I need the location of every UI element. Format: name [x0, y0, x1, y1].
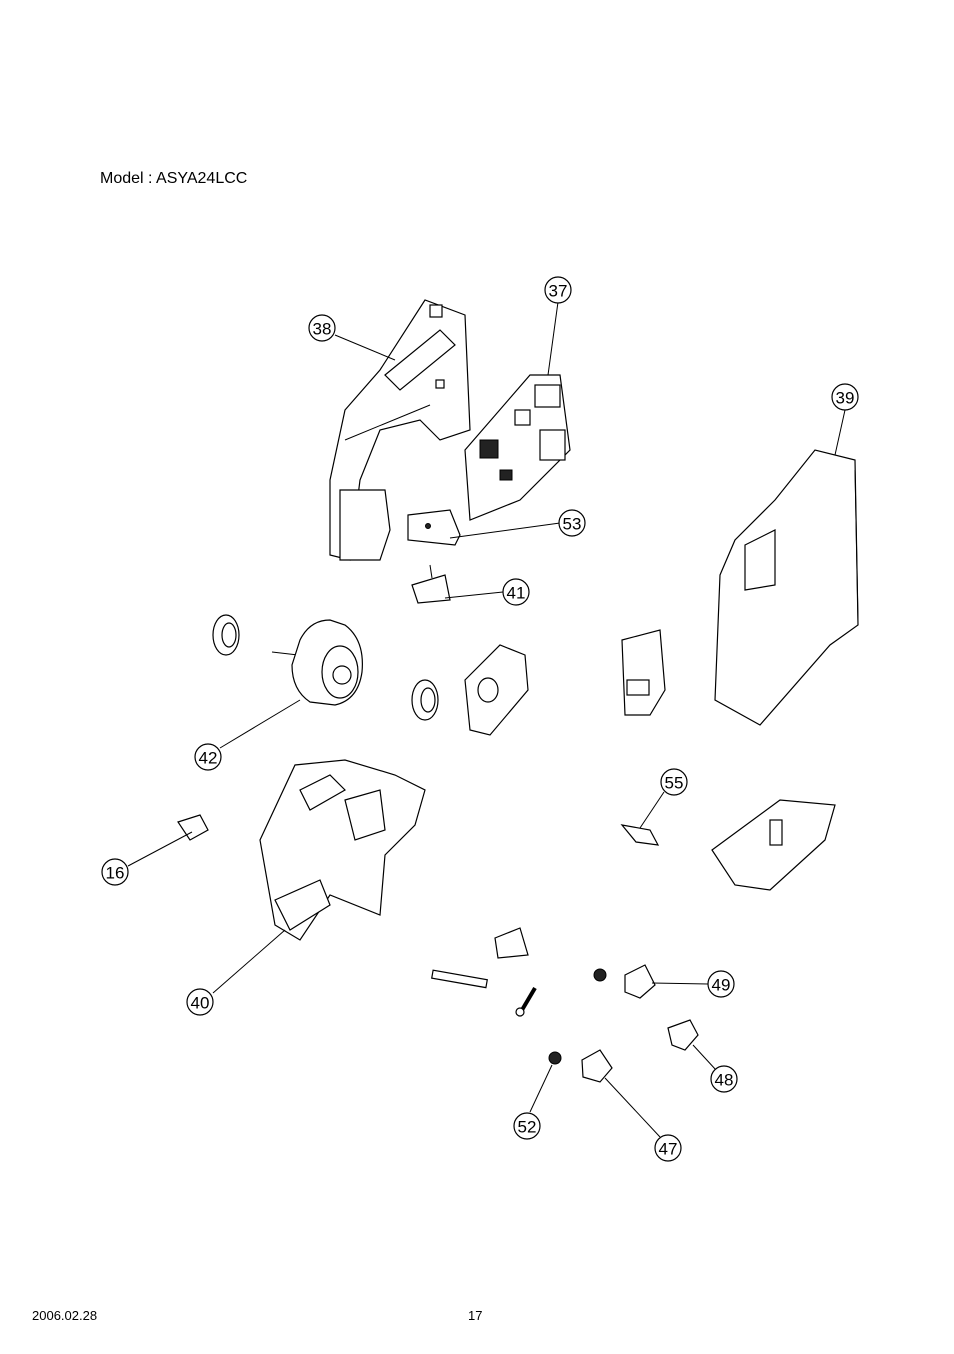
svg-text:53: 53 [563, 515, 582, 534]
callout-38: 38 [308, 314, 336, 342]
callout-16: 16 [101, 858, 129, 886]
part-47-motor [581, 1049, 613, 1083]
part-55-plate [620, 824, 660, 846]
callout-55: 55 [660, 768, 688, 796]
part-49-motor [624, 964, 656, 999]
part-42-fan-motor [271, 619, 363, 706]
part-link-rod [431, 969, 488, 989]
model-label: Model : ASYA24LCC [100, 170, 248, 187]
part-bearing-middle [411, 679, 439, 721]
svg-text:48: 48 [715, 1071, 734, 1090]
callout-47: 47 [654, 1134, 682, 1162]
part-damper-housing [464, 644, 529, 736]
part-gear-lower [548, 1051, 562, 1065]
footer-date: 2006.02.28 [32, 1308, 98, 1323]
part-38-bracket [329, 299, 471, 561]
callout-49: 49 [707, 970, 735, 998]
svg-text:16: 16 [106, 864, 125, 883]
leader-lines [127, 301, 846, 1138]
part-gear-upper [593, 968, 607, 982]
callout-52: 52 [513, 1112, 541, 1140]
callout-41: 41 [502, 578, 530, 606]
svg-text:55: 55 [665, 774, 684, 793]
callout-53: 53 [558, 509, 586, 537]
part-bearing-left [212, 614, 240, 656]
part-37-pcb [464, 374, 571, 521]
footer-page-number: 17 [468, 1308, 483, 1323]
part-crank [515, 986, 537, 1017]
part-53-block [407, 509, 461, 546]
part-right-box [621, 629, 666, 716]
part-41-clip [411, 564, 451, 604]
part-16-screw [177, 814, 209, 841]
svg-text:39: 39 [836, 389, 855, 408]
svg-text:47: 47 [659, 1140, 678, 1159]
callout-48: 48 [710, 1065, 738, 1093]
svg-text:40: 40 [191, 994, 210, 1013]
svg-text:49: 49 [712, 976, 731, 995]
callout-37: 37 [544, 276, 572, 304]
svg-text:41: 41 [507, 584, 526, 603]
part-drain-tray [711, 799, 836, 891]
part-40-base-frame [259, 759, 426, 941]
svg-text:38: 38 [313, 320, 332, 339]
callout-40: 40 [186, 988, 214, 1016]
callout-39: 39 [831, 383, 859, 411]
callout-42: 42 [194, 743, 222, 771]
part-39-cover [714, 449, 859, 726]
svg-text:42: 42 [199, 749, 218, 768]
part-48-motor [667, 1019, 699, 1051]
svg-text:37: 37 [549, 282, 568, 301]
svg-text:52: 52 [518, 1118, 537, 1137]
part-stepping-motor-base [494, 927, 529, 959]
